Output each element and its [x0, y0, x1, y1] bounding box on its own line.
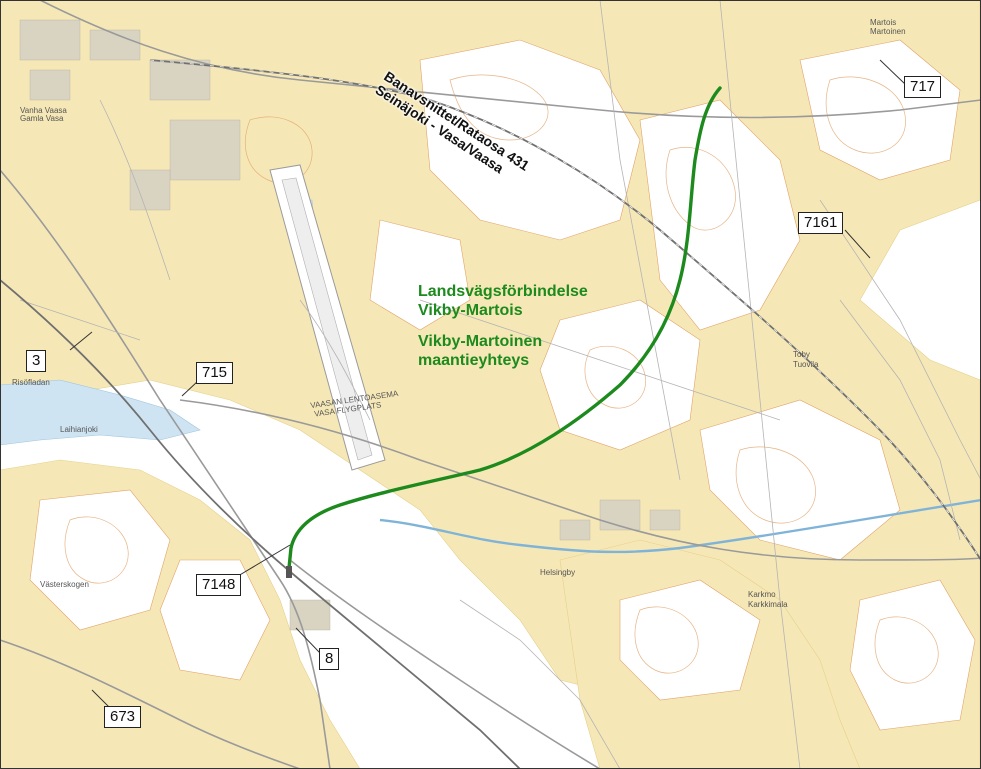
- project-label-swedish-line1: Landsvägsförbindelse: [418, 283, 588, 300]
- road-number-673[interactable]: 673: [104, 706, 142, 728]
- railway-ticks: [149, 59, 981, 561]
- project-label-finnish: Vikby-Martoinen maantieyhteys: [418, 332, 542, 370]
- contour-lines: [64, 74, 939, 684]
- road-number-3[interactable]: 3: [26, 350, 47, 372]
- place-tuovila: Tuovila: [793, 360, 819, 369]
- white-patches: [29, 39, 976, 731]
- road-number-7161[interactable]: 7161: [798, 212, 844, 234]
- place-martoinen: Martoinen: [870, 27, 906, 36]
- road-number-717[interactable]: 717: [904, 76, 942, 98]
- project-label-swedish-line2: Vikby-Martois: [418, 302, 523, 319]
- urban-area: [19, 19, 681, 631]
- road-number-715[interactable]: 715: [196, 362, 234, 384]
- minor-roads: [19, 0, 981, 769]
- place-gamla-vasa-fi: Vanha Vaasa: [20, 106, 67, 115]
- project-label-swedish: Landsvägsförbindelse Vikby-Martois: [418, 282, 588, 320]
- leader-lines: [69, 59, 906, 709]
- place-toby: Toby: [793, 350, 810, 359]
- place-karkmo: Karkmo: [748, 590, 776, 599]
- project-route-line: [287, 86, 722, 570]
- project-label-finnish-line1: Vikby-Martoinen: [418, 333, 543, 350]
- route-end-marker: [286, 566, 292, 578]
- river-laihianjoki: [379, 498, 981, 554]
- road-number-8[interactable]: 8: [319, 648, 340, 670]
- place-martois: Martois: [870, 18, 897, 27]
- project-label-finnish-line2: maantieyhteys: [418, 352, 530, 369]
- place-laihianjoki: Laihianjoki: [60, 425, 98, 434]
- place-risofladan: Risöfladan: [12, 378, 50, 387]
- place-karkkimala: Karkkimala: [748, 600, 788, 609]
- place-helsingby: Helsingby: [540, 568, 576, 577]
- place-gamla-vasa-sv: Gamla Vasa: [20, 114, 64, 123]
- airport-runway: [269, 164, 386, 471]
- place-vasterskogen: Västerskogen: [40, 580, 89, 589]
- road-number-7148[interactable]: 7148: [196, 574, 242, 596]
